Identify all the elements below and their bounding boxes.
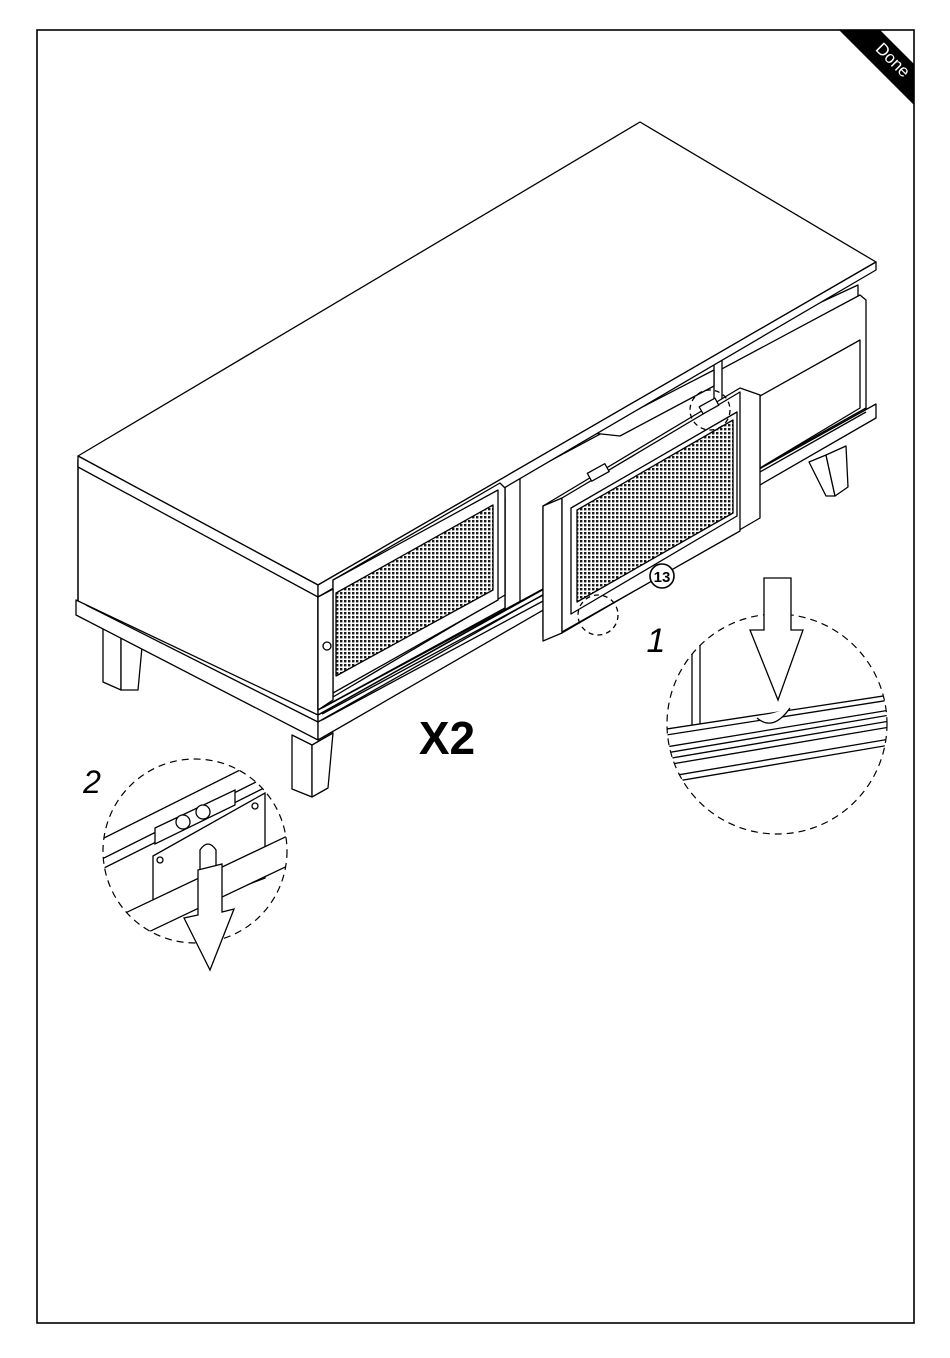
part-callout: 13 xyxy=(650,564,674,588)
step-label-2: 2 xyxy=(82,764,101,800)
left-door-knob xyxy=(323,642,331,650)
step-label-1: 1 xyxy=(647,622,666,660)
quantity-label: X2 xyxy=(419,712,475,764)
part-number: 13 xyxy=(654,569,671,586)
